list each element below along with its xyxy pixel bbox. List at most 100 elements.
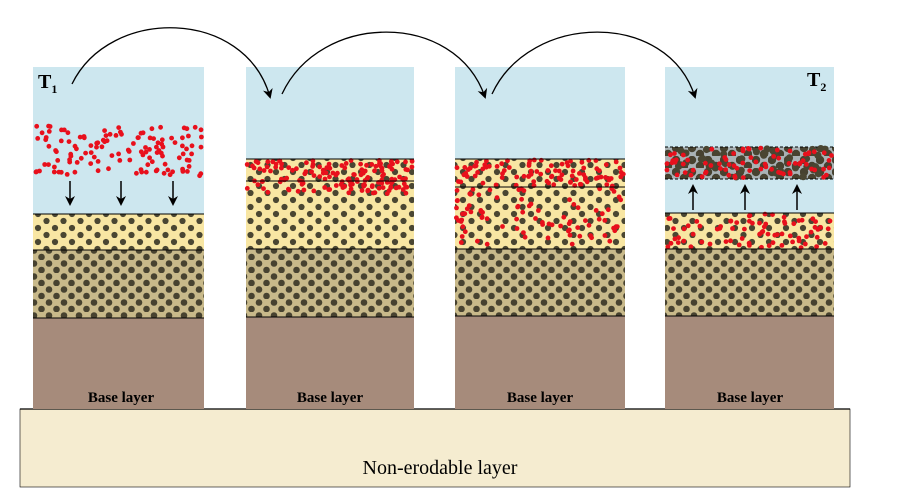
particle [473, 163, 479, 169]
particle [327, 174, 332, 180]
particle [39, 130, 45, 136]
particle [811, 149, 817, 155]
particle [676, 235, 681, 241]
particle [180, 151, 186, 157]
particle [143, 145, 148, 150]
t2-label: T2 [807, 69, 826, 94]
particle [117, 158, 123, 163]
particle [409, 158, 415, 164]
particle [736, 242, 742, 248]
particle [405, 167, 410, 173]
particle [501, 168, 507, 173]
particle [322, 176, 328, 182]
particle [613, 159, 619, 165]
particle [668, 152, 673, 158]
non-erodable-label: Non-erodable layer [363, 457, 518, 479]
particle [822, 241, 828, 246]
particle [358, 161, 363, 167]
particle [348, 182, 353, 188]
particle [786, 161, 792, 166]
particle [109, 153, 115, 159]
particle [740, 160, 746, 166]
particle [273, 161, 279, 167]
particle [814, 244, 819, 250]
particle [74, 160, 80, 165]
particle [672, 151, 677, 156]
base-layer-label: Base layer [297, 390, 364, 406]
particle [136, 135, 141, 141]
particle [94, 144, 99, 150]
particle [301, 187, 307, 193]
particle [303, 169, 309, 175]
particle [688, 244, 694, 250]
particle [792, 161, 798, 166]
particle [797, 161, 802, 167]
particle [140, 130, 146, 136]
particle [181, 125, 187, 131]
particle [814, 151, 822, 159]
particle [286, 187, 292, 193]
particle [323, 170, 329, 176]
particle [172, 140, 178, 146]
particle [99, 144, 105, 150]
particle [261, 168, 267, 173]
particle [459, 234, 465, 239]
particle [779, 231, 785, 237]
particle [309, 169, 314, 175]
particle [671, 226, 676, 232]
particle [467, 191, 473, 197]
particle [343, 161, 349, 166]
particle [145, 162, 151, 168]
particle [799, 173, 807, 181]
particle [589, 235, 594, 241]
particle [257, 166, 263, 172]
particle [762, 211, 768, 217]
particle [697, 223, 703, 229]
particle [78, 155, 84, 161]
particle [58, 169, 64, 175]
particle [569, 241, 575, 247]
particle [369, 162, 375, 167]
particle [825, 226, 831, 232]
particle [570, 168, 576, 174]
particle [681, 226, 687, 232]
particle [388, 159, 394, 164]
particle [487, 187, 493, 193]
particle [369, 184, 375, 190]
particle [474, 159, 479, 165]
particle [603, 175, 608, 180]
particle [499, 175, 505, 181]
particle [475, 170, 480, 175]
particle [95, 159, 101, 164]
particle [708, 163, 714, 168]
particle [690, 231, 696, 237]
particle [295, 188, 301, 194]
particle [64, 172, 70, 177]
particle [95, 168, 101, 174]
particle [484, 216, 490, 222]
particle [484, 241, 490, 247]
particle [534, 169, 540, 174]
particle [782, 219, 787, 225]
particle [186, 164, 192, 169]
particle [268, 168, 273, 174]
particle [521, 230, 526, 236]
particle [536, 208, 541, 213]
particle [454, 205, 459, 211]
particle [386, 188, 392, 194]
t1-label: T1 [38, 71, 57, 96]
particle [61, 127, 67, 133]
particle [167, 172, 173, 178]
particle [545, 235, 551, 241]
particle [519, 196, 524, 202]
particle [393, 185, 399, 191]
particle [264, 164, 270, 170]
particle [103, 133, 109, 139]
particle [159, 137, 165, 143]
particle [774, 147, 780, 153]
particle [790, 239, 795, 245]
particle [476, 192, 482, 198]
non-erodable-layer: Non-erodable layer [19, 408, 851, 488]
particle [770, 240, 776, 246]
particle [290, 167, 295, 173]
